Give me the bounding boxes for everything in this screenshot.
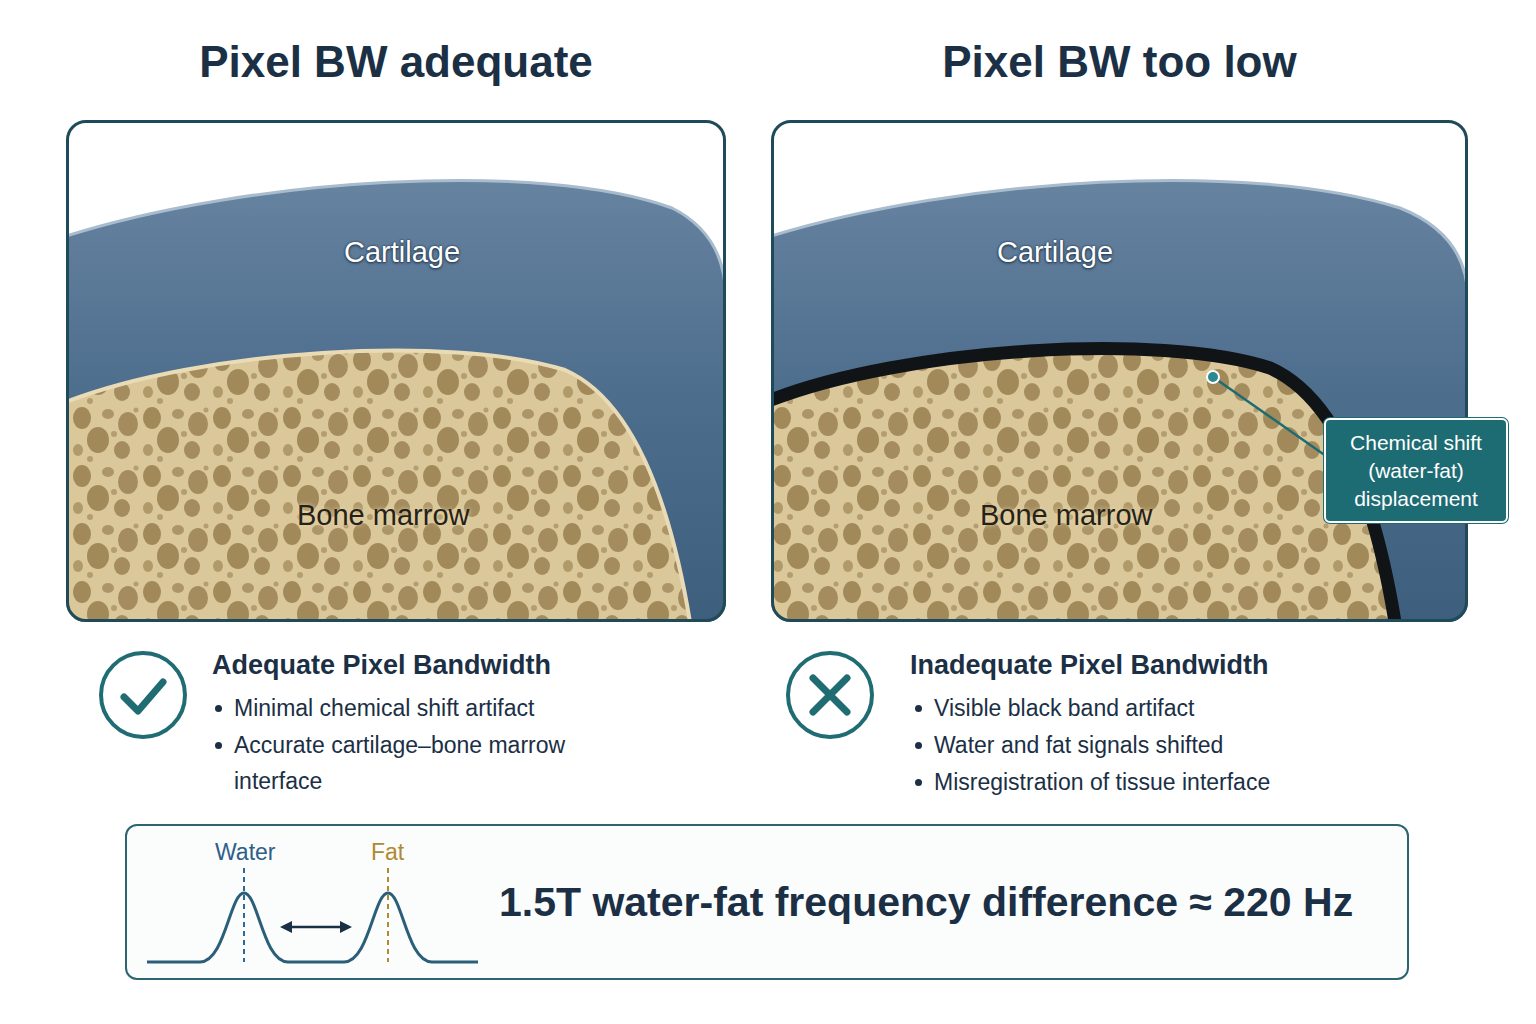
info-box: 1.5T water-fat frequency difference ≈ 22… — [125, 824, 1409, 980]
panel-heading: Pixel BW too low — [734, 37, 1505, 87]
callout-box: Chemical shift (water-fat) displacement — [1324, 418, 1508, 523]
tissue-label: Cartilage — [344, 236, 460, 269]
bullet-text: Visible black band artifact — [934, 690, 1414, 726]
bullet-text: Misregistration of tissue interface — [934, 764, 1414, 800]
summary-heading: Adequate Pixel Bandwidth — [212, 650, 551, 681]
peak-label: Water — [215, 839, 276, 866]
bullet-text: Water and fat signals shifted — [934, 727, 1414, 763]
bullet-text: Accurate cartilage–bone marrow interface — [234, 727, 614, 799]
bullet-dot — [915, 705, 922, 712]
callout-text: Chemical shift (water-fat) displacement — [1334, 429, 1498, 513]
tissue-label: Bone marrow — [297, 499, 469, 532]
bullet-dot — [215, 742, 222, 749]
image-panel: Pixel BW too low — [771, 120, 1468, 622]
peak-label: Fat — [371, 839, 404, 866]
tissue-label: Cartilage — [997, 236, 1113, 269]
image-panel: Pixel BW adequate — [66, 120, 726, 622]
bullet-dot — [915, 742, 922, 749]
bullet-dot — [215, 705, 222, 712]
bullet-dot — [915, 779, 922, 786]
panel-heading: Pixel BW adequate — [29, 37, 763, 87]
tissue-label: Bone marrow — [980, 499, 1152, 532]
info-text: 1.5T water-fat frequency difference ≈ 22… — [499, 879, 1353, 926]
summary-heading: Inadequate Pixel Bandwidth — [910, 650, 1269, 681]
bullet-text: Minimal chemical shift artifact — [234, 690, 654, 726]
